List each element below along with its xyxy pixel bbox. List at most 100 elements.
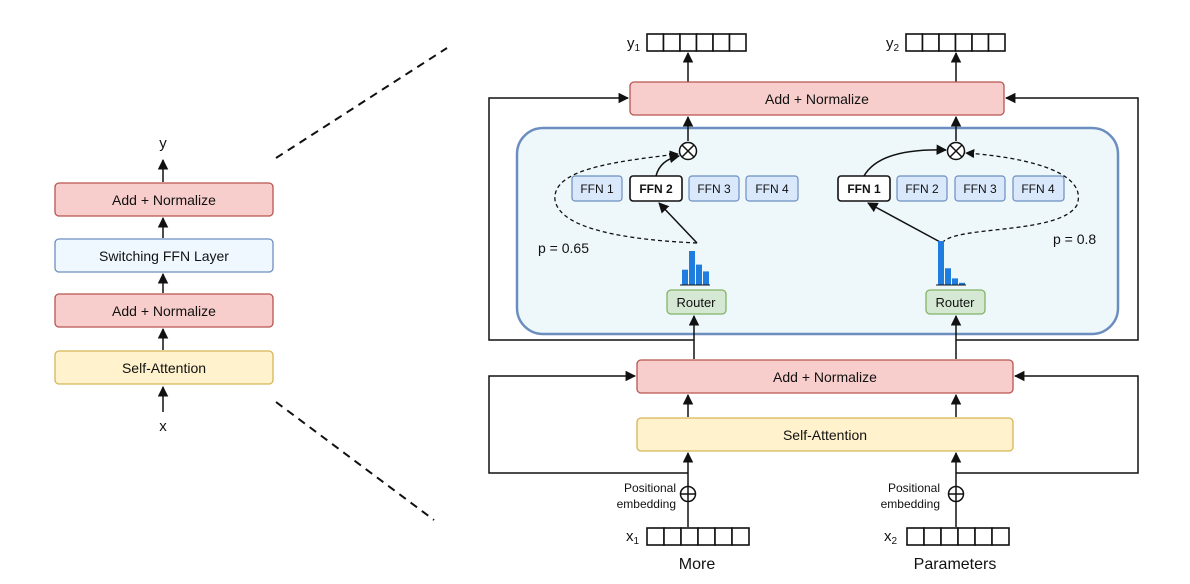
histogram-bar: [689, 251, 695, 285]
left-add-normalize-top-box: [54, 182, 274, 217]
vector-cell: [991, 527, 1010, 546]
output-vector-1: y1: [627, 33, 747, 54]
left-switching-ffn-box: [54, 238, 274, 273]
multiply-node-2: [946, 141, 966, 161]
vector-cell: [921, 33, 940, 52]
vector-cell: [695, 33, 714, 52]
input-2-cells: [906, 527, 1010, 546]
residual-loop-bottom-left: [488, 370, 688, 474]
zoom-line-top: [275, 47, 448, 159]
histogram-bar: [682, 269, 688, 285]
left-add-normalize-bottom-label: Add + Normalize: [112, 303, 216, 319]
output-vector-2: y2: [886, 33, 1006, 54]
output-1-label: y1: [627, 35, 641, 54]
vector-cell: [987, 33, 1006, 52]
left-self-attention-label: Self-Attention: [122, 360, 206, 376]
vector-cell: [728, 33, 747, 52]
ffn-1-2-label: FFN 2: [639, 182, 673, 196]
vector-cell: [954, 33, 973, 52]
left-stack: y Add + Normalize Switching FFN Layer Ad…: [54, 135, 274, 435]
vector-cell: [957, 527, 976, 546]
positional-embedding-2-line1: Positional: [888, 481, 940, 495]
switching-ffn-container: [515, 126, 1120, 336]
vector-cell: [646, 527, 665, 546]
input-2-label: x2: [884, 528, 898, 547]
left-input-label: x: [159, 418, 167, 435]
ffn-group-1: FFN 1 FFN 2 FFN 3 FFN 4: [571, 175, 799, 202]
residual-loop-bottom-right: [956, 370, 1139, 474]
output-2-label: y2: [886, 35, 900, 54]
positional-embedding-1-line1: Positional: [624, 481, 676, 495]
router-1-histogram: [680, 251, 710, 286]
residual-loop-top-right: [956, 92, 1139, 341]
ffn1-to-mult-2-arrow: [863, 144, 948, 177]
ffn-2-2-box: [896, 175, 948, 202]
left-switching-ffn-label: Switching FFN Layer: [99, 248, 229, 264]
plus-node-2: [947, 485, 965, 503]
ffn-2-4-box: [1012, 175, 1065, 202]
vector-cell: [646, 33, 665, 52]
vector-cell: [697, 527, 716, 546]
ffn-1-3-label: FFN 3: [697, 182, 731, 196]
zoom-line-bottom: [275, 401, 435, 521]
multiply-node-1: [678, 141, 698, 161]
left-add-normalize-top-label: Add + Normalize: [112, 192, 216, 208]
router-1-label: Router: [676, 295, 716, 310]
ffn-2-3-label: FFN 3: [963, 182, 997, 196]
positional-embedding-2-line2: embedding: [881, 497, 940, 511]
output-2-cells: [905, 33, 1006, 52]
vector-cell: [662, 33, 681, 52]
left-add-normalize-bottom-box: [54, 293, 274, 328]
vector-cell: [714, 527, 733, 546]
ffn-2-4-label: FFN 4: [1021, 182, 1055, 196]
ffn-group-2: FFN 1 FFN 2 FFN 3 FFN 4: [837, 175, 1065, 202]
histogram-bar: [945, 268, 951, 285]
router-2-to-ffn1-arrow: [867, 202, 943, 244]
residual-loop-top-left: [488, 92, 694, 341]
self-attention-label: Self-Attention: [783, 427, 867, 443]
input-2-word: Parameters: [914, 556, 997, 573]
vector-cell: [974, 527, 993, 546]
self-attention-box: [636, 417, 1014, 452]
probability-1: p = 0.65: [538, 240, 589, 256]
vector-cell: [712, 33, 731, 52]
histogram-bar: [938, 241, 944, 285]
ffn-2-1-label: FFN 1: [847, 182, 881, 196]
left-output-label: y: [159, 135, 167, 152]
vector-cell: [938, 33, 957, 52]
vector-cell: [905, 33, 924, 52]
vector-cell: [940, 527, 959, 546]
bottom-add-normalize-box: [636, 359, 1014, 394]
input-1-word: More: [679, 556, 716, 573]
input-1-label: x1: [626, 528, 640, 547]
ffn-2-3-box: [954, 175, 1006, 202]
histogram-bar: [696, 264, 702, 285]
ffn-2-2-label: FFN 2: [905, 182, 939, 196]
ffn-1-1-box: [571, 175, 623, 202]
input-vector-1: x1 More: [626, 527, 750, 573]
ffn-1-3-box: [688, 175, 740, 202]
router-1-to-ffn2-arrow: [658, 202, 698, 244]
output-1-cells: [646, 33, 747, 52]
vector-cell: [923, 527, 942, 546]
positional-embedding-1-line2: embedding: [617, 497, 676, 511]
gate-path-1: [554, 150, 698, 244]
router-2-label: Router: [935, 295, 975, 310]
left-self-attention-box: [54, 350, 274, 385]
bottom-add-normalize-label: Add + Normalize: [773, 369, 877, 385]
vector-cell: [971, 33, 990, 52]
histogram-bar: [959, 282, 965, 285]
top-add-normalize-label: Add + Normalize: [765, 91, 869, 107]
vector-cell: [679, 33, 698, 52]
router-2-histogram: [936, 241, 966, 286]
input-vector-2: x2 Parameters: [884, 527, 1010, 573]
ffn-1-4-label: FFN 4: [755, 182, 789, 196]
probability-2: p = 0.8: [1053, 231, 1096, 247]
router-2-box: [925, 289, 986, 315]
router-1-box: [666, 289, 727, 315]
vector-cell: [731, 527, 750, 546]
vector-cell: [663, 527, 682, 546]
histogram-bar: [952, 278, 958, 285]
input-1-cells: [646, 527, 750, 546]
